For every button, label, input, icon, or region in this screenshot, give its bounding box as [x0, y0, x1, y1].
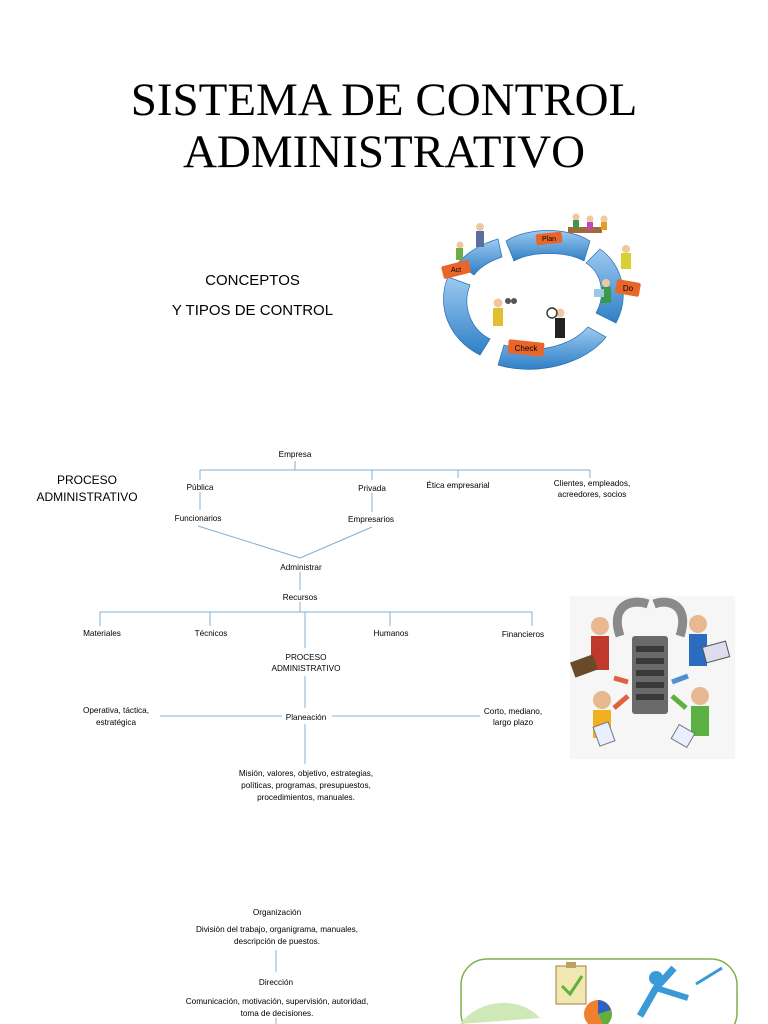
pdca-do-label: Do: [623, 284, 634, 293]
node-comunicacion-line-2: toma de decisiones.: [241, 1009, 314, 1018]
concepts-line-1: CONCEPTOS: [205, 272, 300, 289]
pdca-act-label: Act: [451, 267, 461, 274]
node-comunicacion-line-1: Comunicación, motivación, supervisión, a…: [186, 997, 369, 1006]
pdca-check-label: Check: [515, 344, 539, 353]
title-line-2: ADMINISTRATIVO: [182, 126, 586, 178]
concepts-heading: CONCEPTOS Y TIPOS DE CONTROL: [150, 266, 355, 326]
person-icon: [691, 687, 709, 736]
node-humanos: Humanos: [373, 629, 408, 638]
control-checklist-illustration: [460, 958, 738, 1024]
node-publica: Pública: [187, 483, 214, 492]
person-icon: [689, 615, 707, 666]
person-icon: [456, 241, 464, 260]
pdca-cycle-illustration: Plan Do Check Act: [441, 213, 641, 370]
node-etica-empresarial: Ética empresarial: [426, 480, 489, 490]
node-clientes-line-2: acreedores, socios: [558, 490, 627, 499]
node-corto-line-2: largo plazo: [493, 718, 534, 727]
node-mision-line-3: procedimientos, manuales.: [257, 793, 355, 802]
node-division-line-1: División del trabajo, organigrama, manua…: [196, 925, 358, 934]
person-icon: [591, 617, 609, 670]
pdca-plan-label: Plan: [542, 236, 556, 243]
person-magnifier-icon: [546, 307, 565, 338]
node-empresa: Empresa: [279, 450, 312, 459]
node-recursos: Recursos: [283, 593, 318, 602]
node-empresarios: Empresarios: [348, 515, 394, 524]
node-corto-line-1: Corto, mediano,: [484, 707, 542, 716]
person-reading-icon: [594, 279, 611, 303]
node-direccion: Dirección: [259, 978, 294, 987]
concepts-line-2: Y TIPOS DE CONTROL: [171, 302, 334, 319]
node-privada: Privada: [358, 484, 386, 493]
node-planeacion: Planeación: [286, 713, 327, 722]
node-clientes-line-1: Clientes, empleados,: [554, 479, 630, 488]
page-title: SISTEMA DE CONTROL ADMINISTRATIVO: [0, 74, 768, 178]
node-funcionarios: Funcionarios: [175, 514, 222, 523]
node-operativa-line-1: Operativa, táctica,: [83, 706, 149, 715]
node-proceso-line-2: ADMINISTRATIVO: [272, 664, 341, 673]
node-division-line-2: descripción de puestos.: [234, 937, 320, 946]
proceso-label-line-2: ADMINISTRATIVO: [36, 490, 138, 504]
person-icon: [621, 245, 631, 269]
meeting-group-icon: [568, 213, 608, 233]
node-mision-line-1: Misión, valores, objetivo, estrategias,: [239, 769, 373, 778]
title-line-1: SISTEMA DE CONTROL: [130, 74, 638, 126]
proceso-label-line-1: PROCESO: [56, 473, 117, 487]
node-operativa-line-2: estratégica: [96, 718, 136, 727]
node-tecnicos: Técnicos: [195, 629, 228, 638]
node-administrar: Administrar: [280, 563, 322, 572]
node-proceso-line-1: PROCESO: [286, 653, 327, 662]
node-financieros: Financieros: [502, 630, 544, 639]
proceso-administrativo-label: PROCESO ADMINISTRATIVO: [20, 472, 154, 506]
node-materiales: Materiales: [83, 629, 121, 638]
server-people-illustration: [570, 596, 735, 759]
person-binoculars-icon: [493, 298, 517, 326]
person-icon: [476, 223, 484, 247]
node-organizacion: Organización: [253, 908, 302, 917]
clipboard-icon: [555, 965, 587, 1005]
person-pointing-icon: [636, 965, 689, 1018]
node-mision-line-2: políticas, programas, presupuestos,: [241, 781, 371, 790]
